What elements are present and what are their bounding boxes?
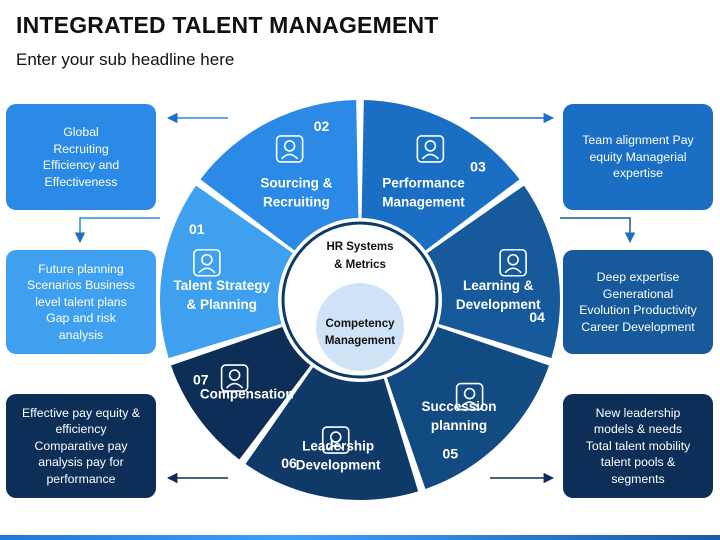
segment-learning [427,185,560,359]
side-box-line: Gap and risk [46,311,116,326]
segment-succession [386,326,549,489]
segment-number: 06 [281,455,297,471]
page-title: INTEGRATED TALENT MANAGEMENT [16,12,439,38]
segment-label: Sourcing & [260,175,332,190]
segment-number: 05 [443,445,459,461]
connector-arrow [560,217,636,244]
side-box-line: Generational [602,286,674,301]
segment-label: Leadership [302,438,374,453]
segment-label: Recruiting [263,194,330,209]
learning-icon [499,248,527,277]
page-subtitle: Enter your sub headline here [16,50,235,69]
segment-sourcing [200,100,359,251]
segment-label: Succession [421,399,496,414]
center-outer-label: & Metrics [334,259,386,271]
connector-arrow [74,217,160,244]
side-box-line: performance [46,471,116,486]
side-box-line: Deep expertise [596,270,680,284]
planning-icon [193,248,221,277]
center-inner-label: Competency [325,318,395,330]
side-box-performance: Team alignment Pay equity Managerial exp… [563,104,713,210]
side-box-line: segments [611,471,665,486]
segment-label: Development [456,297,541,312]
succession-icon [455,382,484,411]
segment-number: 07 [193,372,209,388]
side-box-learning: Deep expertise Generational Evolution Pr… [563,250,713,354]
segment-label: Talent Strategy [173,278,270,293]
side-box-line: talent pools & [600,455,676,470]
side-box-line: efficiency [55,422,107,437]
side-box-line: Future planning [38,261,124,276]
segment-number: 02 [314,118,330,134]
segment-label: planning [431,418,487,433]
side-box-line: level talent plans [35,294,127,309]
side-box-compensation: Effective pay equity & efficiency Compar… [6,394,156,498]
performance-icon [416,135,445,163]
side-box-succession: New leadership models & needs Total tale… [563,394,713,498]
segment-label: Compensation [200,386,294,401]
side-box-line: Effective pay equity & [21,405,141,420]
side-box-recruiting: Global Recruiting Efficiency and Effecti… [6,104,156,210]
side-box-line: Recruiting [53,141,109,156]
side-box-line: analysis [58,327,104,342]
footer-accent-bar [0,535,720,540]
segment-talent-strategy [160,185,293,359]
side-box-line: Efficiency and [42,158,120,172]
side-box-line: Global [63,125,99,139]
center-inner-label: Management [325,335,395,347]
side-box-line: Scenarios Business [27,278,135,293]
side-box-line: analysis pay for [38,455,124,470]
side-box-line: expertise [613,166,663,181]
segment-performance [361,100,520,251]
center-outer-label: HR Systems [326,241,393,253]
segment-label: Learning & [463,278,534,293]
segment-compensation [171,326,311,460]
segment-number: 01 [189,221,205,237]
segment-number: 04 [529,309,545,325]
side-box-line: Comparative pay [34,438,128,453]
side-box-line: New leadership [595,405,681,420]
side-box-line: equity Managerial [589,149,687,164]
side-box-line: models & needs [593,422,683,437]
segment-number: 03 [470,159,486,175]
segment-label: Performance [382,175,465,190]
segment-label: & Planning [186,297,257,312]
side-box-line: Career Development [581,319,695,334]
side-box-line: Total talent mobility [585,438,691,453]
leadership-icon [321,426,350,454]
center-inner-circle [316,283,404,371]
recruiting-icon [275,135,304,163]
side-box-line: Evolution Productivity [579,303,697,317]
side-box-line: Effectiveness [44,174,118,189]
side-box-planning: Future planning Scenarios Business level… [6,250,156,354]
compensation-icon [220,364,249,392]
segment-label: Development [296,457,381,472]
segment-label: Management [382,194,465,209]
side-box-line: Team alignment Pay [582,133,694,148]
